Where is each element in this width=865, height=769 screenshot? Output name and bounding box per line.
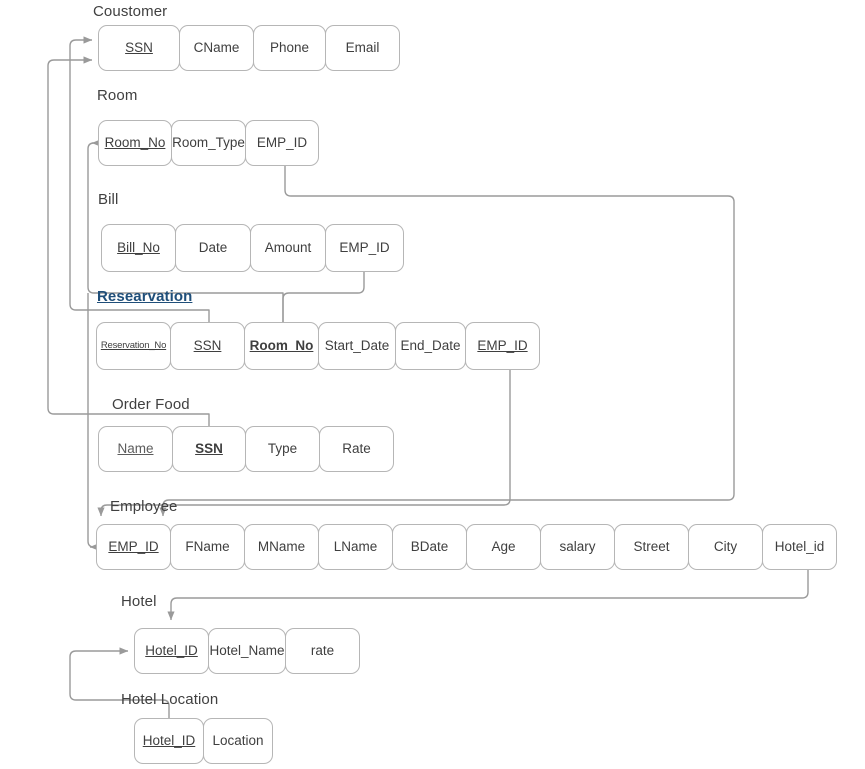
attribute-label: rate (310, 643, 335, 659)
attribute-label: SSN (125, 40, 153, 56)
table-title-order-food: Order Food (112, 396, 190, 413)
attribute-employee-lname[interactable]: LName (318, 524, 393, 570)
attribute-label: Name (117, 441, 154, 457)
attribute-coustomer-email[interactable]: Email (325, 25, 400, 71)
attribute-label: Start_Date (324, 338, 390, 354)
attribute-coustomer-phone[interactable]: Phone (253, 25, 326, 71)
attribute-label: Hotel_ID (142, 733, 196, 749)
attribute-room-room_type[interactable]: Room_Type (171, 120, 246, 166)
attribute-hotel-hotel_id[interactable]: Hotel_ID (134, 628, 209, 674)
attribute-label: MName (257, 539, 306, 555)
table-title-employee: Employee (110, 498, 178, 515)
attribute-employee-fname[interactable]: FName (170, 524, 245, 570)
attribute-researvation-room_no[interactable]: Room_No (244, 322, 319, 370)
attribute-hotel-rate[interactable]: rate (285, 628, 360, 674)
attribute-employee-emp_id[interactable]: EMP_ID (96, 524, 171, 570)
attribute-label: Street (633, 539, 670, 555)
attribute-label: Bill_No (117, 240, 160, 256)
attribute-label: EMP_ID (256, 135, 308, 151)
attribute-hotel-location-hotel_id[interactable]: Hotel_ID (134, 718, 204, 764)
attribute-researvation-emp_id[interactable]: EMP_ID (465, 322, 540, 370)
attribute-bill-emp_id[interactable]: EMP_ID (325, 224, 404, 272)
attribute-researvation-reservation_no[interactable]: Reservation_No (96, 322, 171, 370)
attribute-room-room_no[interactable]: Room_No (98, 120, 172, 166)
attribute-label: EMP_ID (477, 338, 528, 354)
attribute-label: Room_Type (172, 135, 245, 151)
attribute-label: Hotel_ID (145, 643, 198, 659)
attribute-employee-bdate[interactable]: BDate (392, 524, 467, 570)
attribute-label: Email (345, 40, 380, 56)
attribute-order-food-rate[interactable]: Rate (319, 426, 394, 472)
table-title-bill: Bill (98, 191, 119, 208)
attribute-hotel-location-location[interactable]: Location (203, 718, 273, 764)
attribute-label: FName (185, 539, 230, 555)
attribute-label: Room_No (104, 135, 166, 151)
attribute-label: Age (491, 539, 516, 555)
attribute-label: City (713, 539, 738, 555)
wire-reservation-ssn-to-customer-ssn (69, 36, 210, 322)
attribute-label: Rate (342, 441, 371, 457)
attribute-bill-bill_no[interactable]: Bill_No (101, 224, 176, 272)
attribute-employee-hotel_id[interactable]: Hotel_id (762, 524, 837, 570)
wire-employee-hotelid-to-hotel-hotelid (167, 570, 809, 621)
attribute-employee-age[interactable]: Age (466, 524, 541, 570)
attribute-label: LName (333, 539, 378, 555)
attribute-employee-salary[interactable]: salary (540, 524, 615, 570)
attribute-label: Date (198, 240, 228, 256)
attribute-coustomer-cname[interactable]: CName (179, 25, 254, 71)
attribute-label: Hotel_id (774, 539, 825, 555)
wire-bill-empid-to-employee-empid (282, 272, 365, 322)
table-title-room: Room (97, 87, 138, 104)
table-title-coustomer: Coustomer (93, 3, 168, 20)
attribute-researvation-ssn[interactable]: SSN (170, 322, 245, 370)
attribute-label: Reservation_No (100, 339, 167, 351)
attribute-label: SSN (195, 441, 223, 457)
attribute-label: EMP_ID (108, 539, 159, 555)
attribute-researvation-start_date[interactable]: Start_Date (318, 322, 396, 370)
attribute-label: BDate (410, 539, 449, 555)
table-title-researvation: Researvation (97, 288, 193, 305)
attribute-hotel-hotel_name[interactable]: Hotel_Name (208, 628, 286, 674)
attribute-label: Phone (269, 40, 310, 56)
attribute-label: CName (193, 40, 240, 56)
attribute-label: salary (559, 539, 596, 555)
table-title-hotel-location: Hotel Location (121, 691, 219, 708)
attribute-bill-date[interactable]: Date (175, 224, 251, 272)
attribute-order-food-name[interactable]: Name (98, 426, 173, 472)
table-title-hotel: Hotel (121, 593, 157, 610)
attribute-researvation-end_date[interactable]: End_Date (395, 322, 466, 370)
attribute-label: Room_No (249, 338, 314, 354)
attribute-employee-street[interactable]: Street (614, 524, 689, 570)
attribute-label: Type (267, 441, 298, 457)
attribute-label: End_Date (400, 338, 461, 354)
attribute-bill-amount[interactable]: Amount (250, 224, 326, 272)
attribute-coustomer-ssn[interactable]: SSN (98, 25, 180, 71)
attribute-employee-mname[interactable]: MName (244, 524, 319, 570)
attribute-employee-city[interactable]: City (688, 524, 763, 570)
attribute-order-food-type[interactable]: Type (245, 426, 320, 472)
attribute-label: SSN (193, 338, 222, 354)
attribute-label: Hotel_Name (209, 643, 285, 659)
attribute-room-emp_id[interactable]: EMP_ID (245, 120, 319, 166)
wire-left-rail-to-employee-empid (87, 293, 99, 551)
attribute-label: Amount (264, 240, 312, 256)
attribute-label: EMP_ID (339, 240, 390, 256)
attribute-label: Location (212, 733, 264, 749)
attribute-order-food-ssn[interactable]: SSN (172, 426, 246, 472)
